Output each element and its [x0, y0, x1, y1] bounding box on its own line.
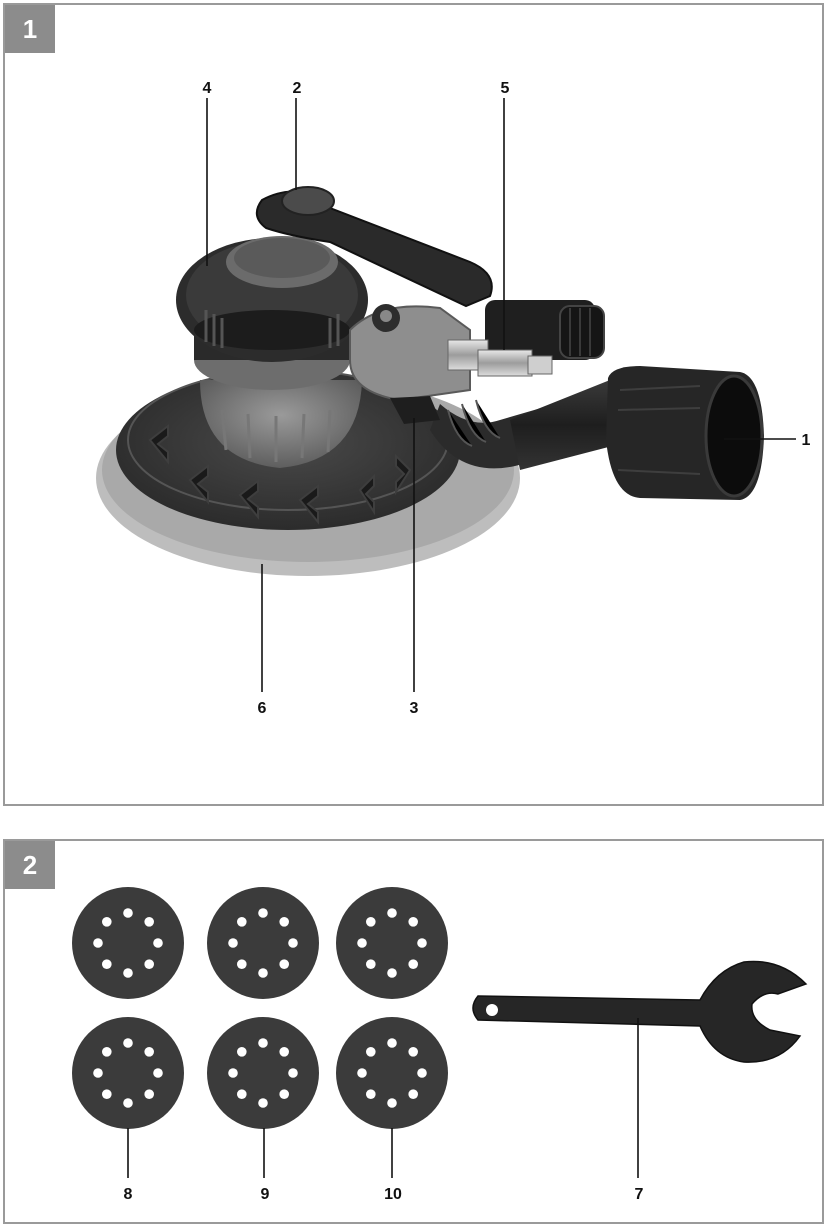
- callout-2: 2: [293, 80, 302, 97]
- callout-1: 1: [802, 432, 811, 449]
- figure-2-panel: 2: [3, 839, 824, 1224]
- figure-2-badge: 2: [5, 841, 55, 889]
- callout-4: 4: [203, 80, 212, 97]
- callout-3: 3: [410, 700, 419, 717]
- callout-6: 6: [258, 700, 267, 717]
- orbital-sander-illustration: [96, 187, 764, 576]
- callout-5: 5: [501, 80, 510, 97]
